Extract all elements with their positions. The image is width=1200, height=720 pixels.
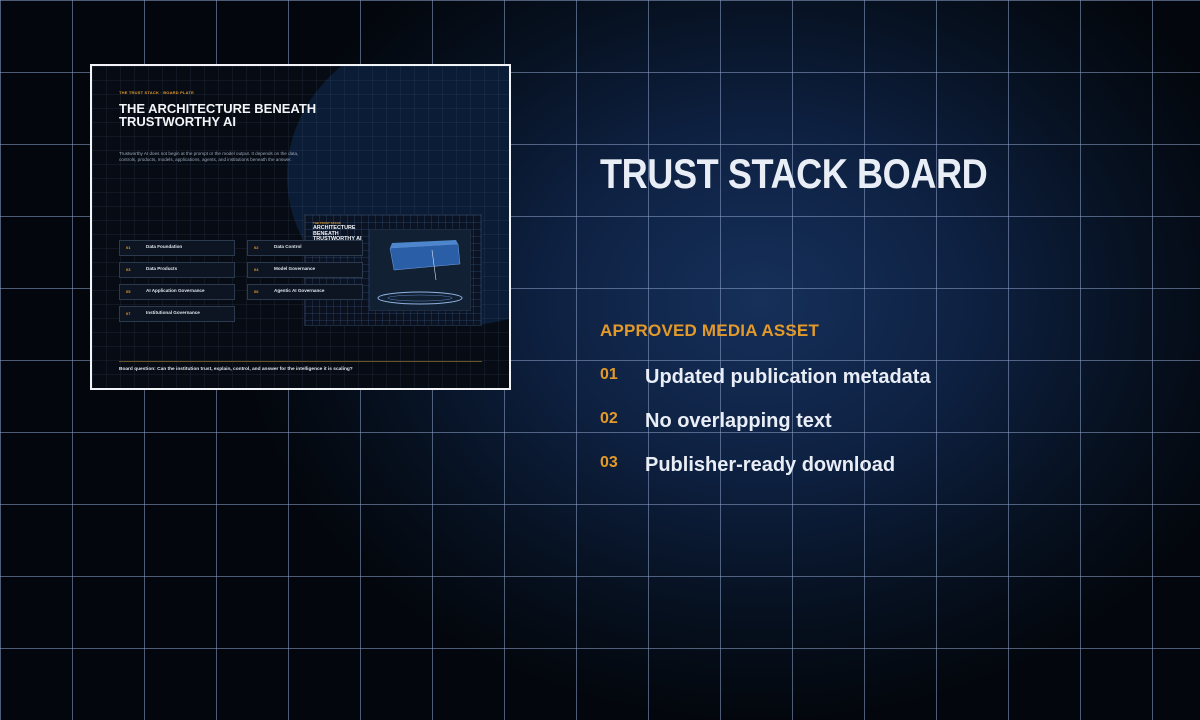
stack-illustration — [369, 229, 471, 311]
card-number: 03 — [126, 267, 131, 272]
poster-card: 02 Data Control — [247, 240, 363, 256]
card-number: 01 — [126, 245, 131, 250]
poster-card: 05 AI Application Governance — [119, 284, 235, 300]
poster-title: THE ARCHITECTURE BENEATH TRUSTWORTHY AI — [119, 101, 317, 129]
card-number: 04 — [254, 267, 259, 272]
list-item-text: Updated publication metadata — [645, 366, 931, 388]
poster-lede: Trustworthy AI does not begin at the pro… — [119, 151, 299, 163]
card-label: Model Governance — [274, 266, 316, 271]
list-item: 02 No overlapping text — [600, 410, 1020, 440]
inset-kicker: THE TRUST STACK — [313, 221, 341, 225]
list-item: 01 Updated publication metadata — [600, 366, 1020, 396]
poster-card: 04 Model Governance — [247, 262, 363, 278]
list-item-number: 02 — [600, 410, 618, 427]
list-item-text: No overlapping text — [645, 410, 832, 432]
card-number: 07 — [126, 311, 131, 316]
page-title: TRUST STACK BOARD — [600, 150, 988, 197]
section-label: APPROVED MEDIA ASSET — [600, 321, 820, 340]
card-number: 06 — [254, 289, 259, 294]
poster-footer: Board question: Can the institution trus… — [119, 367, 353, 372]
card-label: Data Foundation — [146, 244, 183, 249]
card-label: Data Products — [146, 266, 178, 271]
list-item: 03 Publisher-ready download — [600, 454, 1020, 484]
list-item-text: Publisher-ready download — [645, 454, 896, 476]
card-label: AI Application Governance — [146, 288, 205, 293]
card-number: 05 — [126, 289, 131, 294]
card-label: Institutional Governance — [146, 310, 200, 315]
poster-thumbnail[interactable]: THE TRUST STACK · BOARD PLATE THE ARCHIT… — [90, 64, 511, 390]
card-label: Data Control — [274, 244, 302, 249]
poster-card: 01 Data Foundation — [119, 240, 235, 256]
list-item-number: 01 — [600, 366, 618, 383]
poster-kicker: THE TRUST STACK · BOARD PLATE — [119, 90, 194, 95]
card-label: Agentic AI Governance — [274, 288, 325, 293]
stack-illustration-icon — [377, 240, 463, 305]
card-number: 02 — [254, 245, 259, 250]
poster-card: 03 Data Products — [119, 262, 235, 278]
poster-card: 06 Agentic AI Governance — [247, 284, 363, 300]
inset-title: ARCHITECTURE BENEATH TRUSTWORTHY AI — [313, 225, 362, 242]
poster-card: 07 Institutional Governance — [119, 306, 235, 322]
list-item-number: 03 — [600, 454, 618, 471]
poster-divider — [119, 361, 482, 362]
